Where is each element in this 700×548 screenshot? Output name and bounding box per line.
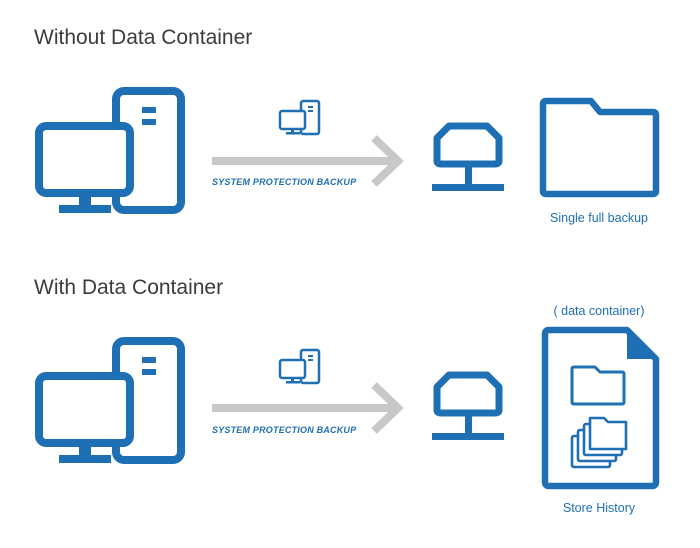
desktop-computer-icon: [39, 341, 181, 463]
caption-single-full-backup: Single full backup: [550, 211, 648, 225]
small-computer-icon: [278, 348, 321, 385]
storage-device-icon: [432, 126, 504, 191]
caption-data-container: ( data container): [553, 304, 645, 318]
section-title-with: With Data Container: [34, 276, 224, 299]
storage-device-icon: [432, 375, 504, 440]
arrow-without: [212, 135, 404, 187]
small-computer-icon: [278, 99, 321, 136]
document-icon: [541, 326, 660, 490]
arrow-with: [212, 382, 404, 434]
folder-icon: [570, 365, 626, 406]
arrow-label-without: SYSTEM PROTECTION BACKUP: [212, 177, 357, 187]
arrow-label-with: SYSTEM PROTECTION BACKUP: [212, 425, 357, 435]
stacked-files-icon: [570, 416, 628, 469]
folder-icon: [539, 97, 660, 198]
caption-store-history: Store History: [562, 501, 636, 515]
section-title-without: Without Data Container: [34, 26, 253, 49]
desktop-computer-icon: [39, 91, 181, 213]
